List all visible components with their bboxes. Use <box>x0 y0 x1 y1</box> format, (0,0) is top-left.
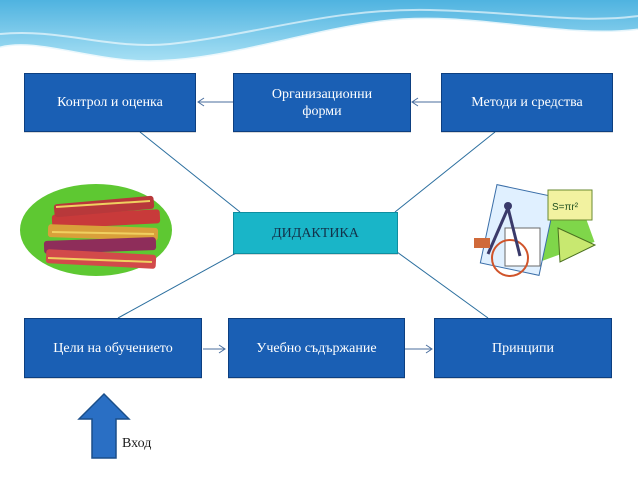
box-principles: Принципи <box>434 318 612 378</box>
books-icon <box>20 184 172 276</box>
box-organizational-forms: Организационни форми <box>233 73 411 132</box>
box-learning-content: Учебно съдържание <box>228 318 405 378</box>
box-learning-goals: Цели на обучението <box>24 318 202 378</box>
box-learning-content-label: Учебно съдържание <box>256 340 377 356</box>
flow-arrows-top <box>197 97 441 107</box>
entry-label: Вход <box>122 436 152 451</box>
box-methods-means-label: Методи и средства <box>471 95 583 110</box>
box-control-evaluation-label: Контрол и оценка <box>57 95 163 110</box>
box-organizational-forms-label: Организационни форми <box>271 86 373 119</box>
svg-text:S=πr²: S=πr² <box>552 202 579 213</box>
geometry-tools-icon: S=πr² <box>474 184 597 277</box>
connector-lines <box>117 131 496 319</box>
box-control-evaluation: Контрол и оценка <box>24 73 196 132</box>
flow-arrows-bottom <box>203 344 433 354</box>
box-principles-label: Принципи <box>491 340 555 356</box>
box-methods-means: Методи и средства <box>441 73 613 132</box>
entry-arrow-icon <box>77 392 131 459</box>
box-didactics-center-label: ДИДАКТИКА <box>272 225 359 241</box>
box-learning-goals-label: Цели на обучението <box>53 340 173 356</box>
box-didactics-center: ДИДАКТИКА <box>233 212 398 254</box>
